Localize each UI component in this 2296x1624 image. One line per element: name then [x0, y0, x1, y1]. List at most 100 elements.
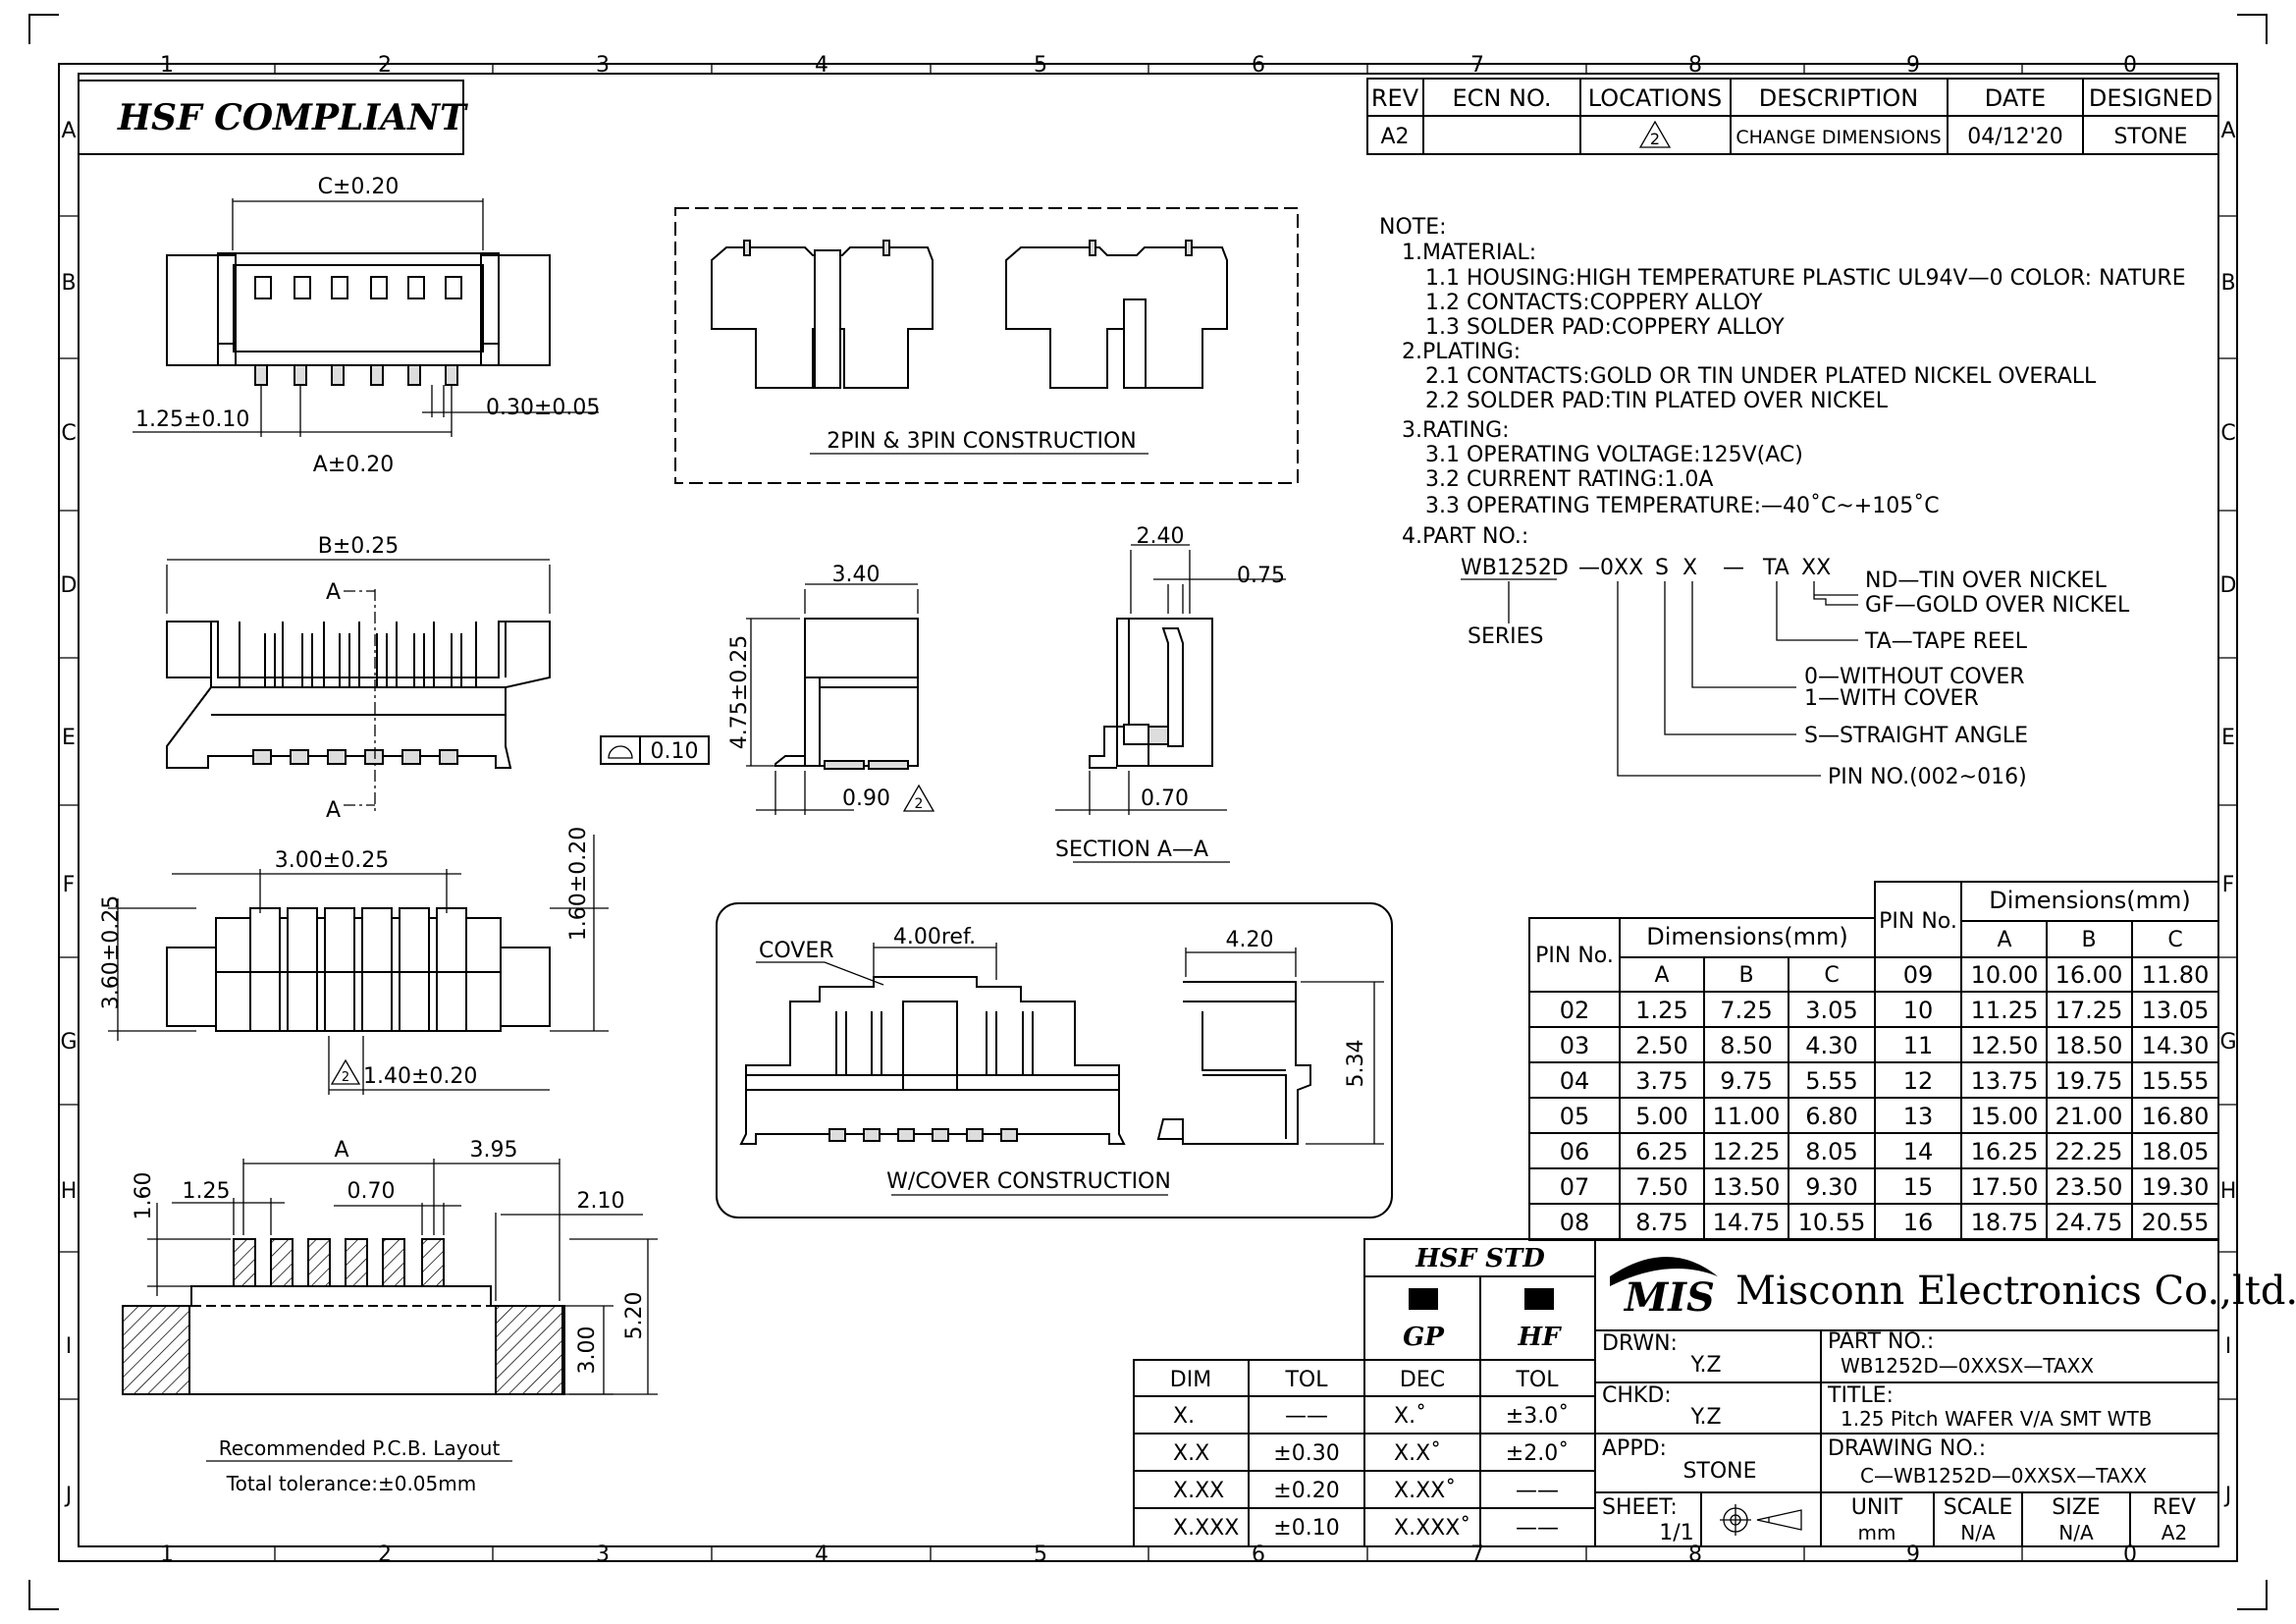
description-header: DESCRIPTION — [1759, 84, 1918, 112]
pn-gf: GF—GOLD OVER NICKEL — [1865, 593, 2130, 618]
pn-pinno: PIN NO.(002~016) — [1828, 765, 2027, 789]
dimension-cell: 17.50 — [1971, 1173, 2039, 1201]
dimension-cell: 19.30 — [2142, 1173, 2210, 1201]
top-view: C±0.20 A±0.20 1.25±0.10 0.30±0.05 — [133, 175, 600, 477]
rev-value: A2 — [2162, 1521, 2187, 1544]
tol-header: TOL — [1284, 1368, 1328, 1392]
tolerance-cell: —— — [1285, 1404, 1328, 1429]
pn-cover1: 1—WITH COVER — [1804, 686, 1979, 711]
pin-no-header: PIN No. — [1535, 944, 1614, 968]
part-no-label: PART NO.: — [1828, 1329, 1934, 1354]
designed-value: STONE — [2113, 125, 2187, 149]
pn-series: WB1252D — [1461, 556, 1569, 580]
dimension-cell: 8.05 — [1805, 1138, 1857, 1165]
dimension-cell: 9.30 — [1805, 1173, 1857, 1201]
note-line: 4.PART NO.: — [1402, 524, 1528, 549]
cover-construction-label: W/COVER CONSTRUCTION — [886, 1169, 1171, 1194]
dimension-cell: 12.50 — [1971, 1032, 2039, 1059]
part-no-value: WB1252D—0XXSX—TAXX — [1841, 1354, 2094, 1378]
dim-360: 3.60±0.25 — [99, 895, 124, 1009]
col-label: 0 — [2123, 1543, 2137, 1567]
row-label: H — [61, 1179, 78, 1204]
dim-534: 5.34 — [1344, 1040, 1368, 1088]
dimension-cell: 2.50 — [1635, 1032, 1687, 1059]
pin-count-cell: 10 — [1903, 997, 1934, 1024]
dimension-cell: 15.00 — [1971, 1103, 2039, 1130]
pin-count-cell: 15 — [1903, 1173, 1934, 1201]
pin-count-cell: 03 — [1560, 1032, 1590, 1059]
dim-075: 0.75 — [1237, 564, 1285, 588]
col-label: 0 — [2123, 53, 2137, 78]
pin-count-cell: 08 — [1560, 1209, 1590, 1236]
dim-a: A±0.20 — [313, 453, 394, 477]
dimension-cell: 21.00 — [2056, 1103, 2123, 1130]
col-b: B — [1738, 963, 1753, 988]
drwn-label: DRWN: — [1602, 1331, 1678, 1356]
dimension-cell: 8.75 — [1635, 1209, 1687, 1236]
pcb-dim-070: 0.70 — [347, 1179, 396, 1204]
zone-row-labels-left: A B C D E F G H I J — [60, 119, 77, 1508]
appd-label: APPD: — [1602, 1436, 1667, 1461]
top-view-pins — [254, 276, 462, 299]
dimension-cell: 8.50 — [1720, 1032, 1772, 1059]
date-header: DATE — [1985, 84, 2046, 112]
dim-475: 4.75±0.25 — [727, 635, 752, 749]
dimension-cell: 5.00 — [1635, 1103, 1687, 1130]
front-view: B±0.25 A A — [166, 534, 551, 823]
col-label: 6 — [1252, 1543, 1265, 1567]
col-label: 4 — [815, 53, 828, 78]
tolerance-cell: X.XXX — [1173, 1516, 1239, 1541]
dim-header: DIM — [1170, 1368, 1211, 1392]
pin-count-cell: 07 — [1560, 1173, 1590, 1201]
dimension-cell: 22.25 — [2056, 1138, 2123, 1165]
dimension-cell: 18.50 — [2056, 1032, 2123, 1059]
pin-count-cell: 14 — [1903, 1138, 1934, 1165]
pn-x: X — [1682, 556, 1697, 580]
dim-125: 1.25±0.10 — [135, 407, 249, 432]
tolerance-cell: ±0.30 — [1273, 1441, 1339, 1466]
dimension-cell: 16.00 — [2056, 961, 2123, 989]
drwn-value: Y.Z — [1689, 1353, 1721, 1378]
projection-symbol-icon — [1720, 1504, 1802, 1536]
pn-dash: — — [1723, 556, 1744, 580]
tolerance-cell: X.XX — [1173, 1479, 1224, 1503]
hf-square-icon — [1524, 1288, 1554, 1310]
dimension-cell: 1.25 — [1635, 997, 1687, 1024]
col-label: 2 — [378, 1543, 392, 1567]
bottom-view-contacts — [249, 907, 467, 1032]
top-view-pads — [254, 364, 458, 386]
col-label: 5 — [1034, 1543, 1047, 1567]
col-label: 9 — [1906, 1543, 1920, 1567]
col-a: A — [1654, 963, 1669, 988]
dimension-cell: 4.30 — [1805, 1032, 1857, 1059]
note-line: 2.2 SOLDER PAD:TIN PLATED OVER NICKEL — [1425, 389, 1889, 413]
note-line: 3.RATING: — [1402, 418, 1510, 443]
tolerance-cell: —— — [1516, 1516, 1559, 1541]
hf-label: HF — [1517, 1323, 1562, 1352]
row-label: F — [63, 873, 76, 897]
col-label: 7 — [1470, 1543, 1484, 1567]
note-line: 3.3 OPERATING TEMPERATURE:—40˚C~+105˚C — [1425, 494, 1940, 518]
row-label: G — [60, 1030, 77, 1055]
note-line: NOTE: — [1379, 215, 1447, 240]
appd-value: STONE — [1682, 1459, 1756, 1484]
pin-count-cell: 13 — [1903, 1103, 1934, 1130]
bottom-triangle-number: 2 — [342, 1070, 349, 1085]
section-a-a: 2.40 0.75 0.70 SECTION A—A — [1055, 524, 1286, 863]
dimension-cell: 13.75 — [1971, 1067, 2039, 1095]
col-label: 3 — [596, 1543, 610, 1567]
dim-table-right: PIN No. Dimensions(mm) A B C — [1874, 881, 2219, 1241]
rev-label: REV — [2153, 1495, 2196, 1520]
cover-tails — [828, 1128, 1018, 1142]
title-value: 1.25 Pitch WAFER V/A SMT WTB — [1841, 1407, 2152, 1431]
dimension-cell: 24.75 — [2056, 1209, 2123, 1236]
tolerance-cell: X.XX˚ — [1394, 1479, 1456, 1503]
pcb-tolerance: Total tolerance:±0.05mm — [226, 1472, 476, 1495]
scale-value: N/A — [1960, 1521, 1996, 1544]
row-label: D — [61, 573, 78, 598]
two-three-pin-construction: 2PIN & 3PIN CONSTRUCTION — [674, 207, 1299, 484]
hsf-std-title: HSF STD — [1415, 1244, 1545, 1273]
dec-header: DEC — [1400, 1368, 1445, 1392]
note-line: 3.2 CURRENT RATING:1.0A — [1425, 467, 1713, 492]
